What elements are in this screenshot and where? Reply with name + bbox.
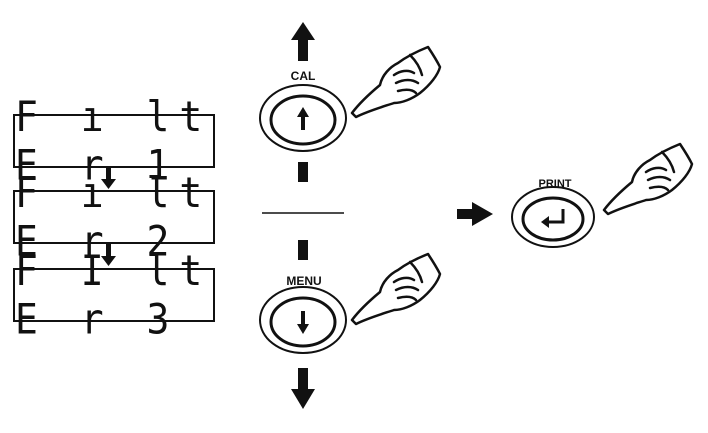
down-direction-arrow (291, 368, 315, 409)
menu-button[interactable] (259, 286, 347, 354)
enter-arrow-icon (541, 209, 565, 228)
dash-bottom (298, 240, 308, 260)
up-arrow-icon (297, 107, 309, 130)
display-down-arrow-1 (101, 168, 116, 189)
pointing-hand-icon-print (602, 142, 694, 216)
right-arrow-icon (457, 202, 493, 226)
print-button[interactable] (511, 186, 595, 248)
cal-button[interactable] (259, 84, 347, 152)
cal-label: CAL (290, 69, 316, 83)
menu-label: MENU (286, 274, 322, 288)
display-down-arrow-2 (101, 244, 116, 266)
pointing-hand-icon-cal (350, 45, 442, 119)
up-direction-arrow (291, 22, 315, 61)
down-arrow-icon (297, 311, 309, 334)
display-filter-2: F ı lt E r 2 (13, 169, 215, 265)
dash-top (298, 162, 308, 182)
pointing-hand-icon-menu (350, 252, 442, 326)
